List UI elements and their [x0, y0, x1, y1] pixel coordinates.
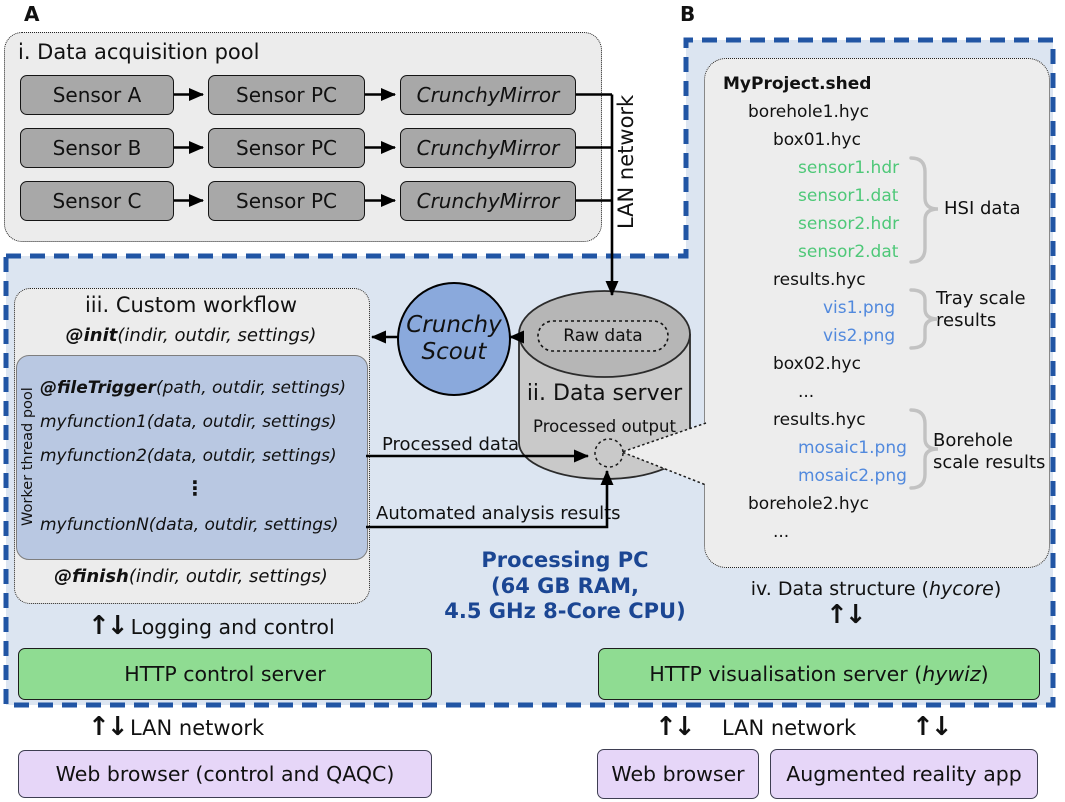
vis-server-hywiz: hywiz	[922, 662, 981, 686]
finish-function: @finish(indir, outdir, settings)	[14, 566, 368, 587]
crunchyscout-line1: Crunchy	[406, 311, 502, 338]
caption-hycore: hycore	[928, 578, 994, 600]
file-tree: MyProject.shed borehole1.hyc box01.hyc sens…	[704, 70, 1048, 546]
filetrigger-name: @fileTrigger	[40, 378, 156, 398]
myfunctionN: myfunctionN(data, outdir, settings)	[40, 515, 339, 535]
pc-box-row1: Sensor PC	[208, 75, 365, 115]
filetrigger-args: (path, outdir, settings)	[155, 378, 347, 398]
finish-name: @finish	[54, 566, 129, 587]
file-sensor2-hdr: sensor2.hdr	[798, 214, 900, 234]
sensor-box-row3: Sensor C	[20, 181, 174, 221]
lan-network-label-right: LAN network	[722, 716, 857, 740]
processed-output-circle	[594, 438, 624, 468]
tray-scale-label: Tray scale results	[936, 288, 1026, 331]
file-results-hyc: results.hyc	[773, 270, 866, 290]
caption-prefix: iv. Data structure (	[750, 578, 929, 600]
myfunction2: myfunction2(data, outdir, settings)	[40, 446, 337, 466]
data-server-title: ii. Data server	[526, 381, 683, 406]
file-mosaic2-png: mosaic2.png	[798, 466, 907, 486]
data-structure-caption: iv. Data structure (hycore)	[700, 578, 1052, 600]
custom-workflow-title: iii. Custom workflow	[84, 293, 298, 317]
vis-server-suffix: )	[980, 662, 989, 686]
crunchyscout-line2: Scout	[421, 339, 487, 365]
up-down-arrows-icon: ↑↓	[88, 611, 129, 641]
mirror-box-row1: CrunchyMirror	[400, 75, 576, 115]
processing-pc-line2: (64 GB RAM,	[491, 573, 639, 598]
processing-pc-line3: 4.5 GHz 8-Core CPU)	[444, 599, 686, 624]
up-down-arrows-icon: ↑↓	[655, 712, 696, 742]
processing-pc-line1: Processing PC	[481, 548, 649, 572]
sensor-box-row1: Sensor A	[20, 75, 174, 115]
myfunction1: myfunction1(data, outdir, settings)	[40, 412, 337, 432]
mirror-box-row2: CrunchyMirror	[400, 128, 576, 168]
borehole-scale-label: Borehole scale results	[933, 430, 1046, 473]
automated-results-label: Automated analysis results	[376, 503, 621, 524]
panel-a-label: A	[24, 2, 40, 26]
logging-control-row: ↑↓ Logging and control	[88, 611, 335, 641]
hsi-data-label: HSI data	[944, 198, 1021, 219]
filetrigger-function: @fileTrigger(path, outdir, settings)	[40, 378, 370, 398]
up-down-arrows-icon: ↑↓	[826, 600, 867, 630]
lan-network-label-left: LAN network	[130, 716, 265, 740]
init-args: (indir, outdir, settings)	[117, 325, 317, 346]
data-acquisition-pool-title: i. Data acquisition pool	[18, 40, 260, 64]
logging-control-label: Logging and control	[130, 615, 335, 639]
file-borehole1-hyc: borehole1.hyc	[748, 102, 870, 122]
vis-server-prefix: HTTP visualisation server (	[649, 662, 923, 686]
worker-thread-pool-box	[16, 355, 368, 560]
file-sensor2-dat: sensor2.dat	[798, 242, 899, 262]
panel-b-label: B	[680, 2, 696, 26]
mirror-box-row3: CrunchyMirror	[400, 181, 576, 221]
file-sensor1-dat: sensor1.dat	[798, 186, 899, 206]
myproject-shed-box	[704, 58, 1050, 568]
processing-pc-spec: Processing PC (64 GB RAM, 4.5 GHz 8-Core…	[420, 548, 710, 625]
file-box01-hyc: box01.hyc	[773, 130, 861, 150]
caption-suffix: )	[993, 578, 1002, 600]
lan-network-vertical-label: LAN network	[614, 94, 638, 230]
finish-args: (indir, outdir, settings)	[128, 566, 328, 587]
file--: ...	[798, 382, 815, 402]
pc-box-row3: Sensor PC	[208, 181, 365, 221]
sensor-box-row2: Sensor B	[20, 128, 174, 168]
file-myproject-shed: MyProject.shed	[723, 74, 872, 94]
up-down-arrows-icon: ↑↓	[88, 712, 129, 742]
data-server-cylinder-body	[518, 334, 691, 480]
init-function: @init(indir, outdir, settings)	[14, 325, 368, 346]
crunchyscout-circle: Crunchy Scout	[397, 282, 511, 396]
up-down-arrows-icon: ↑↓	[912, 712, 953, 742]
worker-thread-pool-label: Worker thread pool	[20, 387, 36, 527]
file-vis1-png: vis1.png	[823, 298, 896, 318]
file-sensor1-hdr: sensor1.hdr	[798, 158, 900, 178]
file-box02-hyc: box02.hyc	[773, 354, 861, 374]
file-mosaic1-png: mosaic1.png	[798, 438, 907, 458]
http-control-server-box: HTTP control server	[18, 648, 432, 700]
file-borehole2-hyc: borehole2.hyc	[748, 494, 870, 514]
file-vis2-png: vis2.png	[823, 326, 896, 346]
web-browser-box: Web browser	[597, 749, 759, 799]
processed-data-label: Processed data	[382, 434, 520, 455]
pc-box-row2: Sensor PC	[208, 128, 365, 168]
ellipsis-vertical-icon: ⋮	[185, 476, 205, 500]
raw-data-label: Raw data	[563, 326, 643, 346]
file--: ...	[773, 522, 790, 542]
http-visualisation-server-box: HTTP visualisation server (hywiz)	[598, 648, 1040, 700]
web-browser-qaqc-box: Web browser (control and QAQC)	[18, 750, 432, 798]
augmented-reality-app-box: Augmented reality app	[770, 749, 1038, 799]
processed-output-label: Processed output	[533, 417, 676, 436]
file-results-hyc: results.hyc	[773, 410, 866, 430]
init-name: @init	[65, 325, 118, 346]
